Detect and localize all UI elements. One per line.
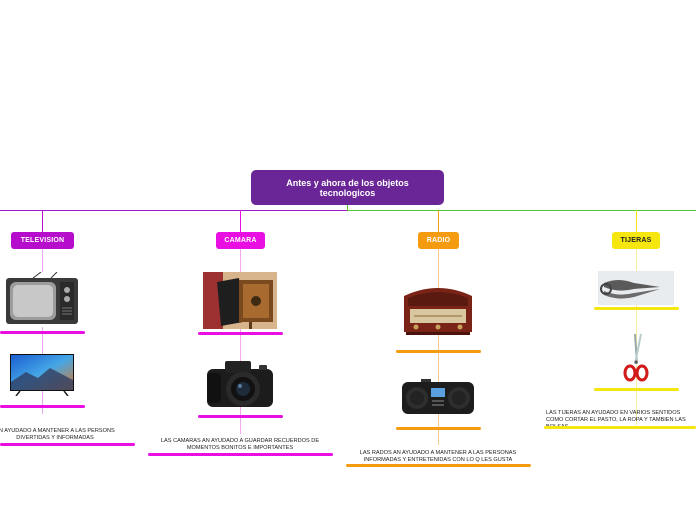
branch-camara-label: CAMARA [224, 237, 257, 244]
radio-caption-underline [346, 464, 531, 467]
tijeras-image-1-underline [594, 307, 679, 310]
modern-flat-screen-tv-image [10, 354, 74, 396]
camara-caption-underline [148, 453, 333, 456]
branch-camara[interactable]: CAMARA [216, 232, 265, 249]
modern-dslr-camera-image [203, 355, 277, 412]
camara-caption: LAS CAMARAS AN AYUDADO A GUARDAR RECUERD… [160, 438, 320, 451]
camara-connector [240, 210, 241, 232]
modern-digital-radio-image [401, 378, 475, 416]
radio-caption: LAS RADOS AN AYUDADO A MANTENER A LAS PE… [359, 450, 517, 463]
old-tube-television-image [5, 272, 79, 327]
old-wooden-radio-image [402, 282, 474, 336]
old-sheep-shears-image [598, 271, 674, 305]
television-caption: AN AYUDADO A MANTENER A LAS PERSONS DIVE… [0, 428, 115, 441]
television-image-1-underline [0, 331, 85, 334]
old-bellows-camera-image [203, 272, 277, 329]
camara-image-1-underline [198, 332, 283, 335]
branch-radio[interactable]: RADIO [418, 232, 459, 249]
modern-red-scissors-image [623, 332, 649, 382]
camara-subconnector [240, 249, 241, 434]
branch-television-label: TELEVISION [20, 237, 65, 244]
branch-television[interactable]: TELEVISION [11, 232, 74, 249]
branch-tijeras[interactable]: TIJERAS [612, 232, 660, 249]
radio-image-2-underline [396, 427, 481, 430]
television-caption-underline [0, 443, 135, 446]
main-connector-left [0, 210, 347, 211]
tijeras-subconnector [636, 249, 637, 425]
radio-subconnector [438, 249, 439, 445]
branch-tijeras-label: TIJERAS [620, 237, 652, 244]
branch-radio-label: RADIO [426, 237, 451, 244]
tijeras-image-2-underline [594, 388, 679, 391]
radio-connector [438, 210, 439, 232]
central-stem [347, 205, 348, 210]
central-topic-label: Antes y ahora de los objetos tecnologico… [286, 177, 409, 198]
radio-image-1-underline [396, 350, 481, 353]
television-image-2-underline [0, 405, 85, 408]
tijeras-connector [636, 210, 637, 232]
television-connector [42, 210, 43, 232]
central-topic[interactable]: Antes y ahora de los objetos tecnologico… [251, 170, 444, 205]
tijeras-caption-underline [544, 426, 696, 429]
camara-image-2-underline [198, 415, 283, 418]
main-connector-right [347, 210, 696, 211]
